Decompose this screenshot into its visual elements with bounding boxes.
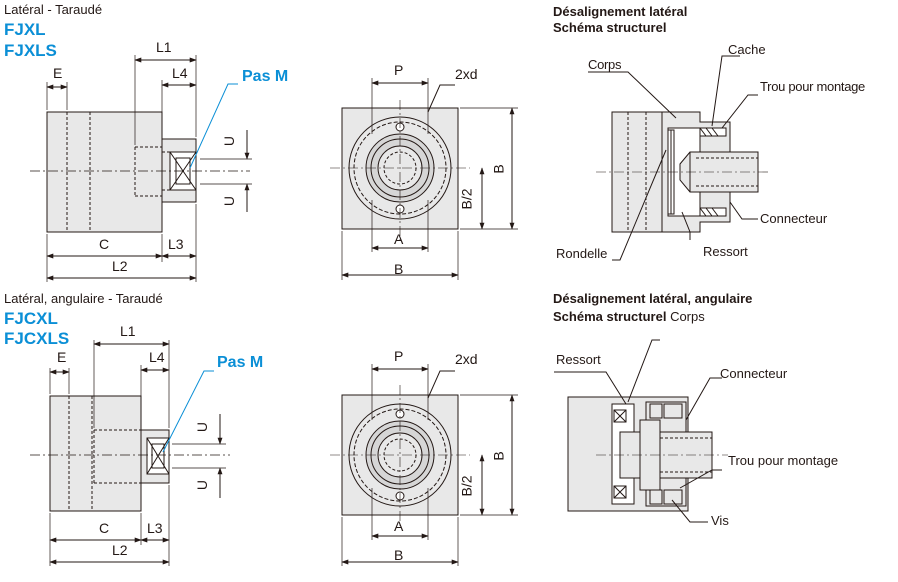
- top-dim-p: P: [394, 62, 404, 78]
- label-trou-pour-montage-bottom: Trou pour montage: [728, 453, 839, 468]
- label-vis: Vis: [711, 513, 729, 528]
- bottom-dim-u-upper: U: [194, 421, 211, 433]
- bottom-dim-l3: L3: [147, 520, 163, 536]
- bottom-front-view: [330, 364, 518, 566]
- top-dim-e: E: [53, 65, 63, 81]
- bottom-code-2: FJCXLS: [4, 329, 70, 348]
- label-ressort: Ressort: [703, 244, 748, 259]
- bottom-schema-subtitle-line: Schéma structurel Corps: [553, 310, 705, 323]
- label-trou-pour-montage: Trou pour montage: [760, 79, 865, 94]
- label-rondelle: Rondelle: [556, 246, 608, 261]
- top-code-1: FJXL: [4, 20, 46, 39]
- bottom-dim-l1: L1: [120, 323, 136, 339]
- bottom-side-view: [30, 340, 230, 566]
- label-corps: Corps: [588, 57, 622, 72]
- top-front-view: [330, 78, 518, 280]
- label-connecteur: Connecteur: [760, 211, 828, 226]
- bottom-dim-p: P: [394, 348, 404, 364]
- top-schema-title: Désalignement latéral: [553, 4, 688, 19]
- bottom-dim-e: E: [57, 349, 67, 365]
- top-schema: [588, 55, 770, 261]
- top-dim-b-horizontal: B: [394, 261, 404, 277]
- label-corps-bottom: Corps: [670, 309, 705, 324]
- top-dim-u-lower: U: [221, 195, 238, 207]
- top-pas-m: Pas M: [242, 68, 289, 85]
- top-schema-subtitle: Schéma structurel: [553, 20, 667, 35]
- top-caption: Latéral - Taraudé: [4, 2, 103, 17]
- bottom-schema: [554, 339, 728, 523]
- top-code-2: FJXLS: [4, 41, 57, 60]
- bottom-schema-subtitle: Schéma structurel: [553, 309, 667, 324]
- top-dim-l2: L2: [112, 258, 128, 274]
- label-connecteur-bottom: Connecteur: [720, 366, 788, 381]
- bottom-dim-c: C: [99, 520, 110, 536]
- bottom-dim-b-horizontal: B: [394, 547, 404, 563]
- top-side-view: [30, 55, 252, 282]
- top-dim-l4: L4: [172, 65, 188, 81]
- top-dim-l1: L1: [156, 39, 172, 55]
- bottom-dim-b-vertical: B: [490, 451, 507, 461]
- bottom-dim-u-lower: U: [194, 479, 211, 491]
- bottom-caption: Latéral, angulaire - Taraudé: [4, 291, 163, 306]
- top-dim-c: C: [99, 236, 110, 252]
- bottom-dim-2xd: 2xd: [455, 351, 478, 367]
- label-ressort-bottom: Ressort: [556, 352, 601, 367]
- bottom-schema-title: Désalignement latéral, angulaire: [553, 291, 753, 306]
- top-dim-a: A: [394, 231, 404, 247]
- label-cache: Cache: [728, 42, 766, 57]
- bottom-code-1: FJCXL: [4, 309, 58, 328]
- bottom-dim-l2: L2: [112, 542, 128, 558]
- top-dim-2xd: 2xd: [455, 66, 478, 82]
- bottom-dim-a: A: [394, 518, 404, 534]
- top-dim-b-half: B/2: [458, 188, 475, 210]
- top-dim-l3: L3: [168, 236, 184, 252]
- top-dim-b-vertical: B: [490, 164, 507, 174]
- bottom-pas-m: Pas M: [217, 354, 264, 371]
- bottom-dim-b-half: B/2: [458, 475, 475, 497]
- top-dim-u-upper: U: [221, 135, 238, 147]
- bottom-dim-l4: L4: [149, 349, 165, 365]
